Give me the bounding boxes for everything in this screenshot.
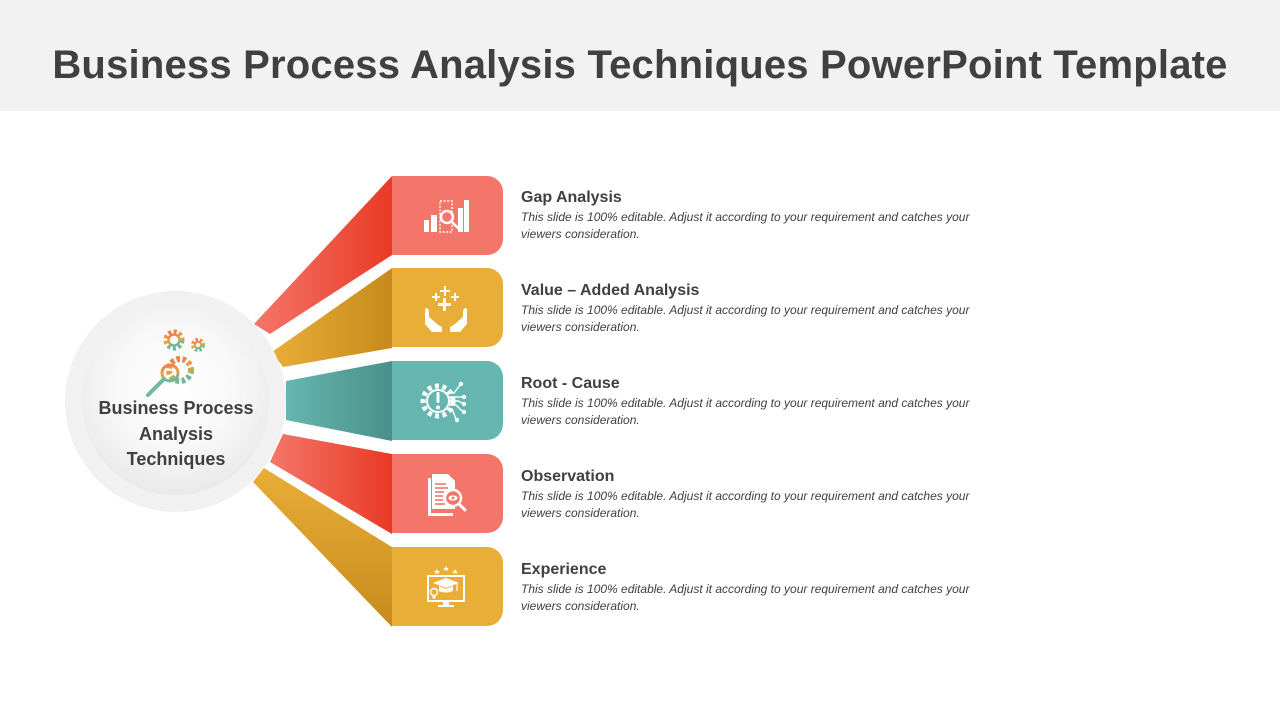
- item-title: Experience: [521, 561, 607, 578]
- item-title: Observation: [521, 468, 615, 485]
- gear-alert-circuit-icon: [420, 381, 467, 423]
- tab-value-added-analysis: [392, 268, 503, 347]
- item-gap-analysis: Gap Analysis This slide is 100% editable…: [521, 188, 1011, 243]
- page-title: Business Process Analysis Techniques Pow…: [52, 43, 1228, 87]
- tab-root-cause: [392, 361, 503, 440]
- hub-circle: [82, 308, 269, 495]
- ray-observation: [270, 434, 392, 534]
- item-root-cause: Root - Cause This slide is 100% editable…: [521, 374, 1011, 429]
- item-description: This slide is 100% editable. Adjust it a…: [521, 210, 970, 241]
- bar-chart-magnifier-icon: [424, 200, 469, 233]
- item-title: Value – Added Analysis: [521, 282, 700, 299]
- item-description: This slide is 100% editable. Adjust it a…: [521, 582, 970, 613]
- item-value-added-analysis: Value – Added Analysis This slide is 100…: [521, 281, 1011, 336]
- gears-magnifier-icon: [146, 329, 205, 397]
- monitor-graduation-cap-icon: [427, 566, 465, 607]
- item-description: This slide is 100% editable. Adjust it a…: [521, 303, 970, 334]
- ray-experience: [253, 468, 392, 627]
- tab-experience: [392, 547, 503, 626]
- ray-root-cause: [286, 361, 392, 441]
- item-experience: Experience This slide is 100% editable. …: [521, 560, 1011, 615]
- tab-gap-analysis: [392, 176, 503, 255]
- magnifier-handle: [146, 377, 166, 397]
- item-title: Root - Cause: [521, 375, 620, 392]
- tab-observation: [392, 454, 503, 533]
- item-description: This slide is 100% editable. Adjust it a…: [521, 489, 970, 520]
- ray-value-added: [272, 268, 392, 367]
- ray-gap-analysis: [254, 176, 392, 334]
- hands-sparkles-icon: [425, 286, 467, 332]
- item-title: Gap Analysis: [521, 189, 622, 206]
- item-description: This slide is 100% editable. Adjust it a…: [521, 396, 970, 427]
- hub-label: Business Process Analysis Techniques: [98, 398, 254, 469]
- document-eye-magnifier-icon: [428, 474, 467, 516]
- title-band: [0, 0, 1280, 111]
- item-observation: Observation This slide is 100% editable.…: [521, 467, 1011, 522]
